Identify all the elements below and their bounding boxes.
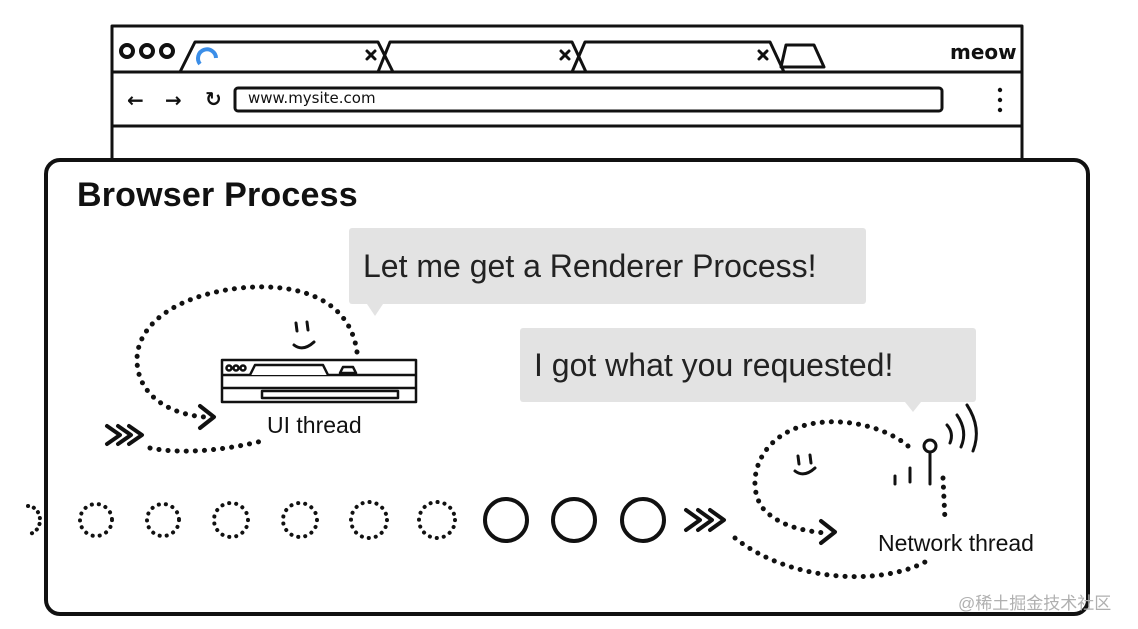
process-title: Browser Process: [77, 176, 358, 214]
timeline-circle-done: [281, 501, 319, 539]
mini-browser-icon: [220, 358, 418, 404]
timeline-circle-done: [417, 500, 457, 540]
three-circle-icon: [119, 43, 175, 59]
tab-3[interactable]: [570, 40, 786, 73]
timeline-circle-done: [78, 502, 114, 538]
timeline-circle-active: [483, 497, 529, 543]
back-arrow-icon[interactable]: ←: [127, 88, 144, 112]
chevrons-icon: [105, 424, 144, 446]
close-icon[interactable]: [559, 49, 571, 61]
spinner-icon: [196, 47, 218, 66]
face-icon: [793, 453, 817, 476]
antenna-icon: [893, 403, 978, 486]
network-thread-side: [940, 475, 948, 523]
arrow-head: [198, 404, 216, 430]
arrow-head: [819, 519, 837, 545]
ui-thread-loop: [134, 284, 360, 420]
ui-thread-label: UI thread: [267, 412, 362, 438]
bubble-tail: [367, 304, 383, 316]
speech-bubble-renderer-request: Let me get a Renderer Process!: [349, 228, 866, 304]
face-icon: [292, 320, 316, 350]
timeline-circle-done: [349, 500, 389, 540]
new-tab-button[interactable]: [779, 43, 826, 69]
watermark: @稀土掘金技术社区: [958, 594, 1112, 613]
forward-arrow-icon[interactable]: →: [165, 88, 182, 112]
timeline: [26, 497, 666, 543]
timeline-circle-active: [551, 497, 597, 543]
network-thread-loop: [752, 419, 911, 536]
chevrons-icon: [684, 508, 726, 532]
timeline-circle-done: [145, 502, 181, 538]
brand-label: meow: [950, 40, 1017, 64]
close-icon[interactable]: [757, 49, 769, 61]
speech-bubble-text: Let me get a Renderer Process!: [363, 247, 817, 284]
timeline-circle-active: [620, 497, 666, 543]
timeline-circle-partial: [26, 504, 42, 536]
reload-icon[interactable]: ↻: [205, 87, 222, 111]
timeline-circle-done: [212, 501, 250, 539]
ui-thread-tail: [147, 438, 265, 454]
address-bar[interactable]: [233, 86, 944, 113]
close-icon[interactable]: [365, 49, 377, 61]
network-thread-tail: [732, 535, 928, 580]
network-thread-label: Network thread: [878, 530, 1034, 556]
speech-bubble-network-response: I got what you requested!: [520, 328, 976, 402]
address-text: www.mysite.com: [248, 89, 376, 107]
bubble-tail: [905, 402, 921, 412]
speech-bubble-text: I got what you requested!: [534, 346, 894, 383]
kebab-menu-icon[interactable]: [997, 87, 1003, 113]
